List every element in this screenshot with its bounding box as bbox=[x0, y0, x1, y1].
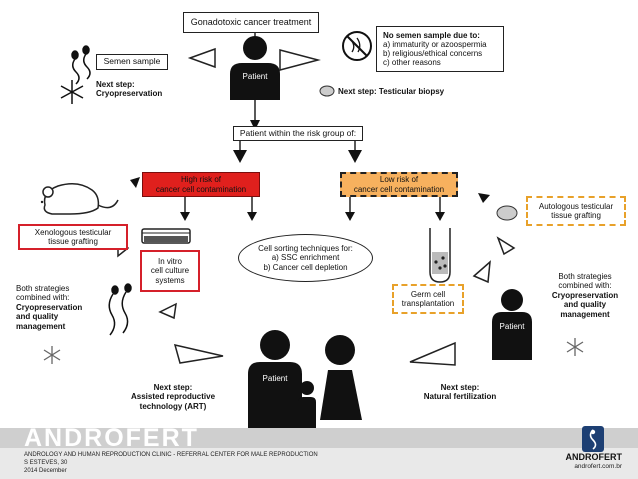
logo-mark bbox=[589, 429, 597, 450]
risk-group-box: Patient within the risk group of: bbox=[233, 126, 363, 141]
footer-url: androfert.com.br bbox=[574, 463, 622, 470]
footer-line-3: 2014 December bbox=[24, 468, 67, 474]
arrow-down-left bbox=[233, 150, 247, 163]
xenologous-box: Xenologous testicular tissue grafting bbox=[18, 224, 128, 250]
triangle-left bbox=[187, 47, 216, 69]
patient-family-label: Patient bbox=[262, 374, 288, 383]
arrow-small-3 bbox=[345, 212, 355, 221]
petri-dish-icon bbox=[141, 228, 191, 244]
patient-right-silhouette bbox=[492, 289, 532, 360]
triangle-right bbox=[279, 49, 321, 71]
arrow-small-1 bbox=[180, 212, 190, 221]
mouse-icon bbox=[40, 183, 119, 215]
snowflake-icon-top bbox=[60, 80, 84, 104]
footer-band bbox=[0, 428, 638, 448]
triangle-right-side bbox=[472, 260, 491, 284]
outline-triangles bbox=[117, 47, 516, 366]
triangle-sperm bbox=[158, 302, 177, 320]
in-vitro-box: In vitro cell culture systems bbox=[140, 250, 200, 292]
tissue-sample-icon bbox=[319, 85, 335, 97]
arrow-down-right bbox=[348, 150, 362, 163]
gonadotoxic-treatment-box: Gonadotoxic cancer treatment bbox=[183, 12, 319, 33]
cell-sorting-oval: Cell sorting techniques for: a) SSC enri… bbox=[238, 234, 373, 282]
triangle-germ bbox=[496, 236, 516, 256]
next-step-art: Next step: Assisted reproductive technol… bbox=[130, 383, 216, 411]
footer-brand-small: ANDROFERT bbox=[565, 452, 623, 462]
high-risk-box: High risk of cancer cell contamination bbox=[142, 172, 260, 197]
snowflake-icon-right bbox=[566, 338, 584, 356]
footer-brand: ANDROFERT bbox=[24, 424, 199, 452]
sperm-icon-top bbox=[71, 45, 91, 85]
next-step-cryo: Next step: Cryopreservation bbox=[96, 80, 163, 99]
sperm-icon-left bbox=[108, 283, 132, 336]
arrow-small-2 bbox=[247, 212, 257, 221]
next-step-natural: Next step: Natural fertilization bbox=[423, 383, 497, 402]
test-tube-icon bbox=[429, 228, 451, 283]
autologous-box: Autologous testicular tissue grafting bbox=[526, 196, 626, 226]
semen-sample-box: Semen sample bbox=[96, 54, 168, 70]
patient-right-label: Patient bbox=[499, 322, 525, 331]
arrow-to-autologous bbox=[478, 193, 490, 203]
diagram-canvas bbox=[40, 31, 584, 428]
germ-cell-box: Germ cell transplantation bbox=[392, 284, 464, 314]
patient-top-label: Patient bbox=[242, 72, 268, 81]
snowflake-icon-left bbox=[43, 346, 61, 364]
triangle-to-natural bbox=[409, 341, 456, 366]
both-strategies-left: Both strategies combined with: Cryoprese… bbox=[16, 284, 83, 331]
low-risk-box: Low risk of cancer cell contamination bbox=[340, 172, 458, 197]
footer-line-2: S ESTEVES, 30 bbox=[24, 460, 68, 466]
arrowheads bbox=[130, 120, 490, 221]
no-sperm-icon bbox=[342, 31, 372, 61]
next-step-biopsy: Next step: Testicular biopsy bbox=[338, 87, 445, 96]
triangle-to-art bbox=[173, 343, 224, 364]
tissue-sample-icon-right bbox=[496, 205, 518, 221]
arrow-to-risk-group bbox=[250, 120, 260, 130]
footer-line-1: ANDROLOGY AND HUMAN REPRODUCTION CLINIC … bbox=[24, 452, 318, 458]
no-semen-box: No semen sample due to: a) immaturity or… bbox=[376, 26, 504, 72]
patient-top-silhouette bbox=[230, 36, 280, 100]
family-silhouette bbox=[248, 330, 362, 428]
both-strategies-right: Both strategies combined with: Cryoprese… bbox=[551, 272, 619, 319]
androfert-logo-icon bbox=[582, 426, 604, 452]
arrow-to-mouse bbox=[130, 177, 140, 188]
arrow-small-4 bbox=[435, 212, 445, 221]
